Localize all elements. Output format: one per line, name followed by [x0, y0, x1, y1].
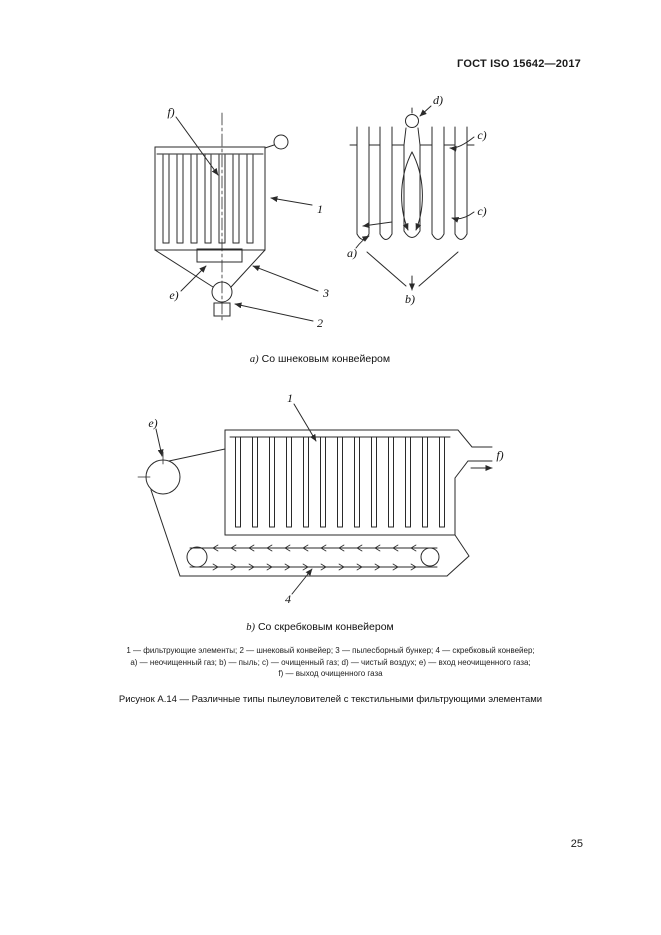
- legend-line-1: 1 — фильтрующие элементы; 2 — шнековый к…: [126, 646, 535, 655]
- chamber-housing-b: [150, 429, 493, 577]
- caption-a-prefix: a): [249, 354, 259, 365]
- diagram-a: f) e) 1 3 2 d) c) c) a) b): [154, 93, 487, 330]
- labels-diagram-b: 1 e) f) 4: [148, 391, 503, 606]
- label-fb: f): [496, 448, 503, 462]
- conveyor-flow-arrows: [212, 544, 417, 571]
- figure-title: Рисунок А.14 — Различные типы пылеуловит…: [118, 694, 543, 705]
- leader-lines-b: [155, 403, 493, 595]
- label-4: 4: [285, 592, 291, 606]
- baghouse-hopper: [154, 248, 266, 317]
- label-b: b): [405, 292, 415, 306]
- baghouse-housing: [154, 134, 289, 251]
- scraper-conveyor: [186, 544, 440, 571]
- filter-bags-a: [162, 154, 254, 244]
- label-f: f): [167, 105, 174, 119]
- caption-b: b)Со скребковым конвейером: [130, 621, 510, 633]
- label-2: 2: [317, 316, 323, 330]
- inlet-fan-b: [137, 451, 181, 495]
- caption-a-text: Со шнековым конвейером: [261, 353, 391, 365]
- legend-line-3: f) — выход очищенного газа: [278, 669, 383, 678]
- figure-legend: 1 — фильтрующие элементы; 2 — шнековый к…: [0, 645, 661, 680]
- caption-b-text: Со скребковым конвейером: [257, 621, 394, 633]
- pulse-jet-detail: [349, 105, 475, 291]
- page-header: ГОСТ ISO 15642—2017: [457, 58, 581, 70]
- diagram-b: 1 e) f) 4: [137, 391, 504, 606]
- page-number: 25: [570, 838, 583, 850]
- label-1b: 1: [287, 391, 293, 405]
- label-e: e): [169, 288, 178, 302]
- label-c-top: c): [477, 128, 486, 142]
- labels-diagram-a: f) e) 1 3 2 d) c) c) a) b): [167, 93, 486, 330]
- caption-a: a)Со шнековым конвейером: [130, 353, 510, 365]
- leader-lines-a: [175, 116, 319, 322]
- label-c-bottom: c): [477, 204, 486, 218]
- label-1: 1: [317, 202, 323, 216]
- caption-b-prefix: b): [246, 622, 255, 633]
- filter-bags-b: [235, 436, 445, 528]
- label-3: 3: [322, 286, 329, 300]
- legend-line-2: a) — неочищенный газ; b) — пыль; c) — оч…: [130, 657, 531, 667]
- label-d: d): [433, 93, 443, 107]
- label-a: a): [347, 246, 357, 260]
- label-eb: e): [148, 416, 157, 430]
